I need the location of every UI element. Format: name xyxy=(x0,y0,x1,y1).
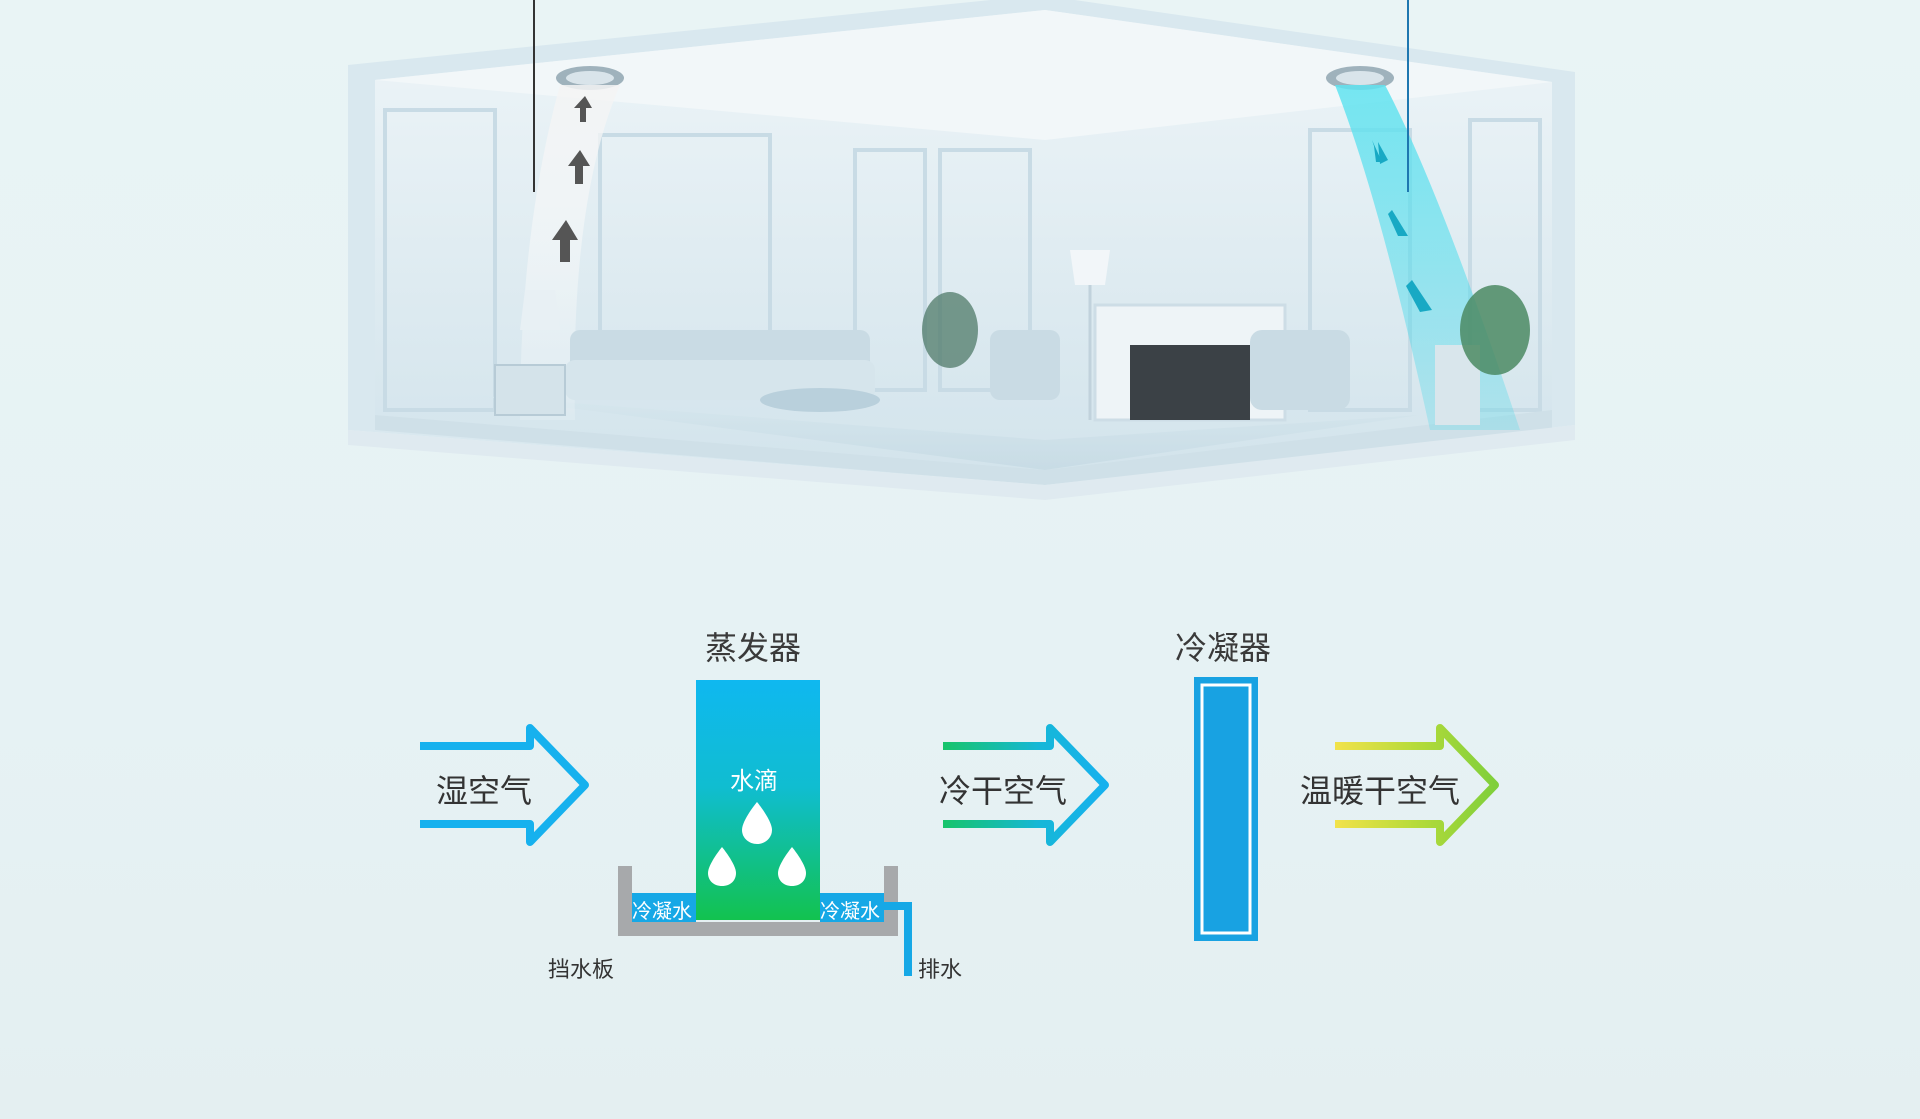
evaporator-title: 蒸发器 xyxy=(705,629,802,667)
condensate-left-label: 冷凝水 xyxy=(632,899,692,923)
humid-air-arrow xyxy=(420,724,589,846)
warm-dry-air-arrow xyxy=(1335,724,1499,846)
water-drop-icon xyxy=(708,847,736,886)
condensate-right-label: 冷凝水 xyxy=(820,899,880,923)
baffle-label: 挡水板 xyxy=(548,958,615,983)
drip-tray xyxy=(618,866,912,976)
warm-dry-air-label: 温暖干空气 xyxy=(1300,772,1461,810)
water-drop-icon xyxy=(742,802,772,844)
humid-air-label: 湿空气 xyxy=(436,772,533,810)
process-diagram xyxy=(420,677,1499,976)
cold-dry-air-arrow xyxy=(943,724,1109,846)
water-drop-icon xyxy=(778,847,806,886)
drain-label: 排水 xyxy=(918,958,963,983)
evaporator-block xyxy=(696,680,820,920)
room-illustration xyxy=(348,0,1575,500)
cold-dry-air-label: 冷干空气 xyxy=(939,772,1068,810)
condenser-block xyxy=(1194,677,1258,941)
water-drops-label: 水滴 xyxy=(730,767,778,795)
condenser-title: 冷凝器 xyxy=(1175,629,1272,667)
